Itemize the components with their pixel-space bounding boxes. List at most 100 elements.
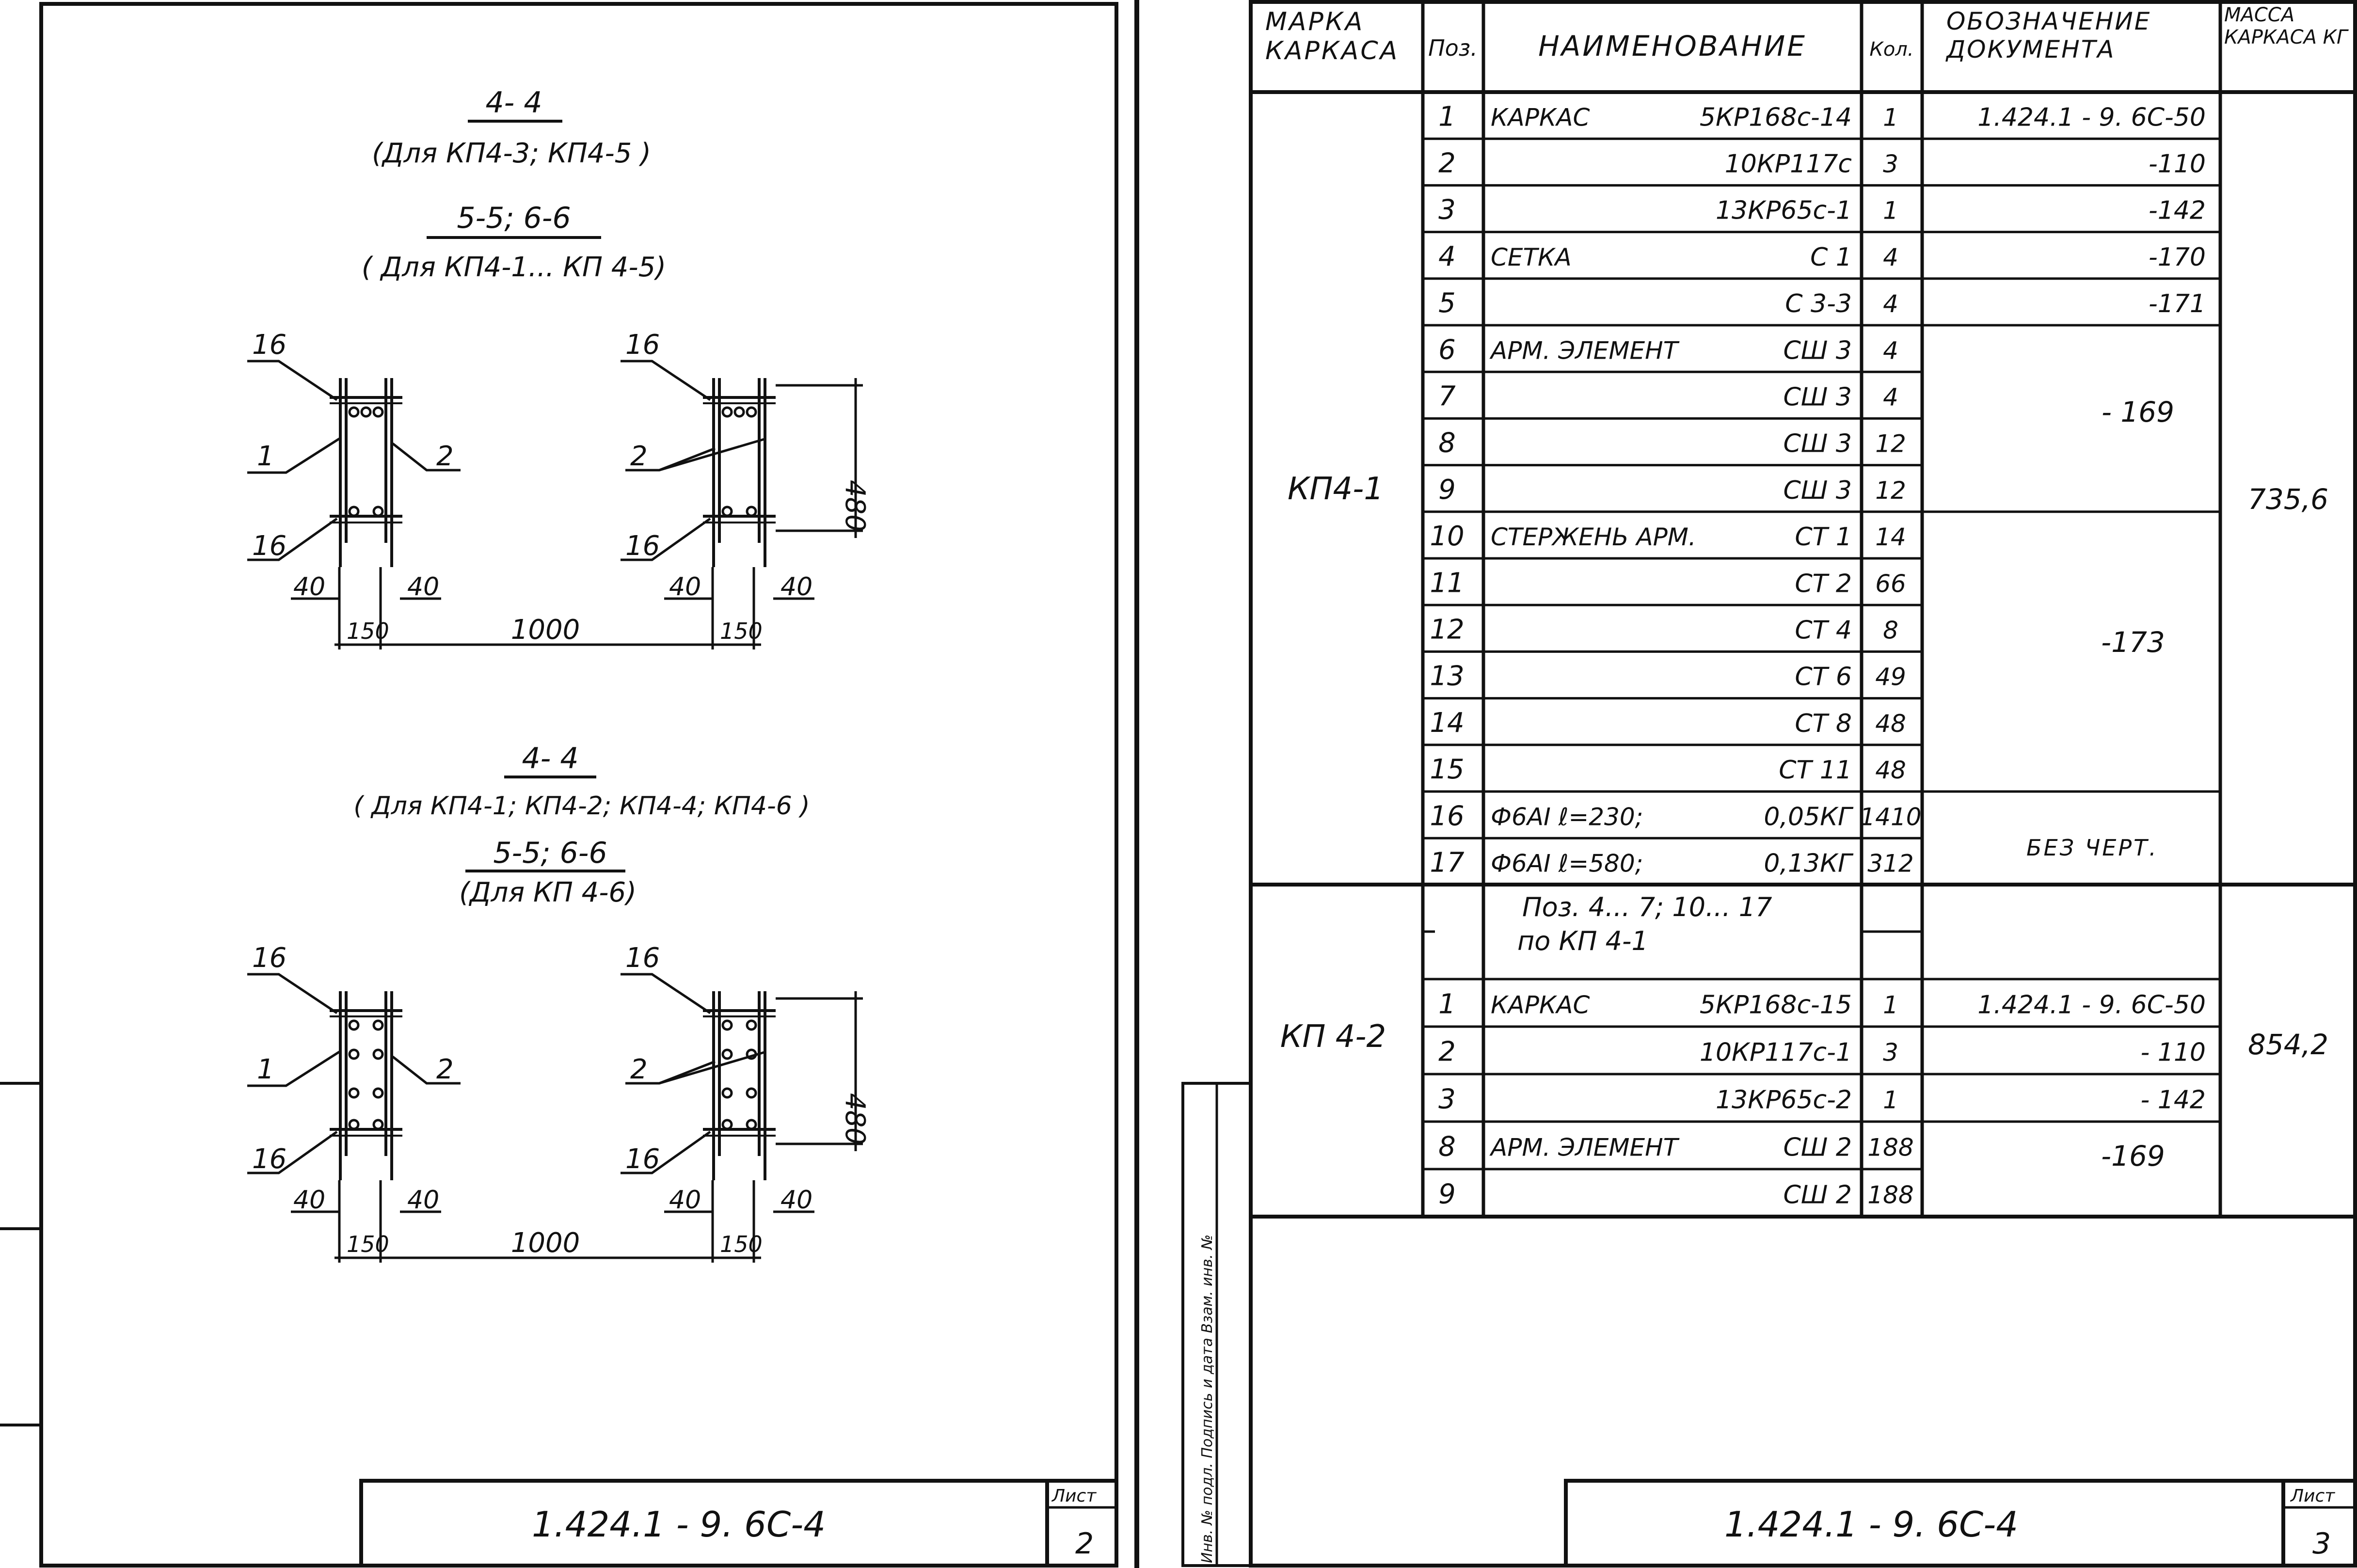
callout-1: 1 — [257, 1054, 274, 1085]
row-qty: 8 — [1883, 616, 1898, 644]
row-qty: 49 — [1875, 663, 1906, 691]
dim-480: 480 — [839, 480, 871, 532]
row-item: 10КР117с — [1725, 149, 1852, 178]
header-doc: ОБОЗНАЧЕНИЕ ДОКУМЕНТА — [1946, 7, 2151, 63]
sheet-2-doc-code: 1.424.1 - 9. 6С-4 — [532, 1504, 826, 1545]
section-a-annotations — [247, 360, 863, 649]
section-title-5-5-b: 5-5; 6-6 — [493, 836, 607, 870]
row-pos: 3 — [1438, 1084, 1456, 1115]
dim-150: 150 — [720, 618, 763, 644]
callout-16: 16 — [252, 942, 287, 974]
table-row: 14 СТ 8 48 — [1430, 707, 1906, 739]
row-item: С 1 — [1810, 243, 1852, 272]
row-qty: 4 — [1883, 243, 1898, 271]
row-qty: 48 — [1875, 710, 1906, 738]
row-type: КАРКАС — [1491, 103, 1590, 131]
row-item: 13КР65с-2 — [1716, 1086, 1852, 1115]
row-type: АРМ. ЭЛЕМЕНТ — [1489, 336, 1680, 364]
row-pos: 1 — [1438, 989, 1456, 1020]
sheet-2-sheet-number: 2 — [1075, 1527, 1094, 1561]
header-mass: МАССА КАРКАСА КГ — [2224, 4, 2348, 48]
row-doc: -110 — [2149, 149, 2206, 178]
table-row: 6 АРМ. ЭЛЕМЕНТ СШ 3 4 — [1438, 334, 1898, 365]
sheet-2-heading-group-a: 4- 4 (Для КП4-3; КП4-5 ) 5-5; 6-6 ( Для … — [362, 86, 666, 283]
row-item: СТ 8 — [1795, 709, 1852, 738]
cross-section-a-right — [703, 378, 776, 567]
row-item: 10КР117с-1 — [1700, 1038, 1852, 1067]
dim-40: 40 — [407, 572, 439, 602]
row-qty: 312 — [1867, 849, 1913, 877]
row-item: СШ 3 — [1783, 382, 1852, 412]
dim-1000: 1000 — [511, 614, 580, 646]
callout-16: 16 — [252, 329, 287, 361]
table-row: 7 СШ 3 4 — [1438, 380, 1898, 412]
row-qty: 12 — [1875, 476, 1906, 505]
row-item: СТ 2 — [1795, 569, 1852, 598]
row-item: СТ 4 — [1795, 616, 1852, 645]
cross-section-b-left — [330, 991, 402, 1180]
callout-2: 2 — [630, 1054, 648, 1085]
group1-mark: КП4-1 — [1288, 471, 1384, 507]
section-title-5-5-a: 5-5; 6-6 — [457, 201, 571, 235]
dim-40: 40 — [293, 1186, 325, 1215]
row-pos: 6 — [1438, 334, 1456, 365]
row-item: 5КР168с-15 — [1700, 991, 1852, 1020]
row-pos: 3 — [1438, 194, 1456, 226]
row-item: 13КР65с-1 — [1716, 196, 1852, 225]
row-qty: 14 — [1875, 523, 1906, 551]
spec-table-header: МАРКА КАРКАСА Поз. НАИМЕНОВАНИЕ Кол. ОБО… — [1265, 4, 2348, 65]
row-qty: 188 — [1867, 1134, 1913, 1162]
row-qty: 48 — [1875, 756, 1906, 784]
row-type: АРМ. ЭЛЕМЕНТ — [1489, 1134, 1680, 1162]
row-item: С 3-3 — [1785, 289, 1852, 318]
merged-no-drawing: БЕЗ ЧЕРТ. — [2026, 835, 2158, 861]
row-pos: 11 — [1430, 567, 1464, 599]
merged-169: - 169 — [2102, 396, 2174, 428]
row-qty: 188 — [1867, 1181, 1913, 1209]
dim-40: 40 — [669, 572, 701, 602]
header-pos: Поз. — [1428, 35, 1478, 61]
row-pos: 2 — [1438, 147, 1456, 179]
row-doc: -170 — [2149, 243, 2206, 272]
row-qty: 4 — [1883, 336, 1898, 364]
spec-table-grid — [1251, 2, 2355, 1219]
row-pos: 14 — [1430, 707, 1464, 739]
callout-16: 16 — [252, 1143, 287, 1175]
row-type: Ф6AI ℓ=580; — [1491, 849, 1643, 877]
row-type: СЕТКА — [1491, 243, 1572, 271]
row-pos: 2 — [1438, 1036, 1456, 1068]
row-item: 0,13КГ — [1764, 849, 1854, 878]
group2-mass: 854,2 — [2248, 1028, 2328, 1061]
group1-mass: 735,6 — [2248, 483, 2328, 516]
row-pos: 7 — [1438, 380, 1456, 412]
section-b-annotations — [247, 973, 863, 1263]
row-item: СШ 2 — [1783, 1133, 1852, 1162]
dim-150: 150 — [720, 1231, 763, 1257]
sheet-3-doc-code: 1.424.1 - 9. 6С-4 — [1724, 1504, 2018, 1545]
group2-mark: КП 4-2 — [1280, 1019, 1386, 1055]
row-item: СШ 3 — [1783, 336, 1852, 365]
row-qty: 1 — [1883, 991, 1898, 1019]
row-type: Ф6AI ℓ=230; — [1491, 803, 1643, 831]
row-qty: 4 — [1883, 383, 1898, 411]
cross-section-a-left — [330, 378, 402, 567]
row-pos: 4 — [1438, 241, 1456, 272]
row-item: 5КР168с-14 — [1700, 103, 1852, 132]
callout-16: 16 — [252, 530, 287, 562]
row-pos: 9 — [1438, 1179, 1456, 1210]
dim-1000: 1000 — [511, 1227, 580, 1259]
section-note-4-4-a: (Для КП4-3; КП4-5 ) — [372, 138, 651, 169]
header-name: НАИМЕНОВАНИЕ — [1538, 30, 1807, 63]
row-qty: 1410 — [1860, 803, 1921, 831]
row-qty: 12 — [1875, 430, 1906, 458]
row-pos: 12 — [1430, 614, 1464, 645]
row-pos: 8 — [1438, 428, 1456, 459]
